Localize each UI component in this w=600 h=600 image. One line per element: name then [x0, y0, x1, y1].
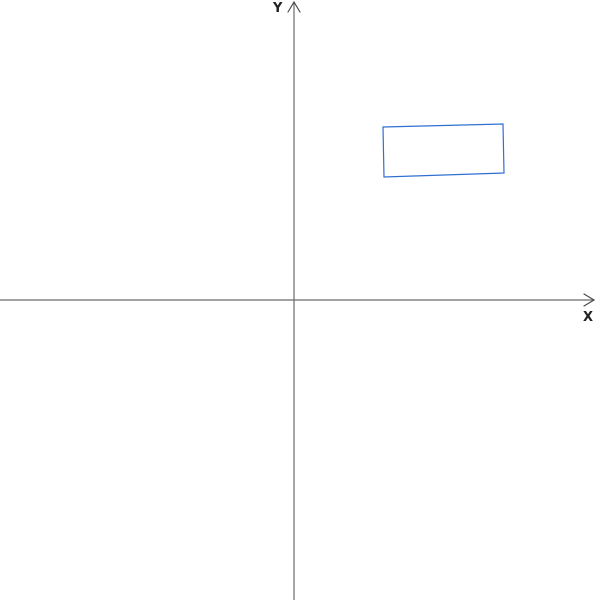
x-axis-arrow-icon — [583, 293, 596, 307]
rectangle-shape — [382, 123, 505, 178]
y-axis-arrow-icon — [287, 0, 301, 13]
y-axis-label: Y — [272, 1, 283, 16]
x-axis-label: X — [583, 310, 593, 325]
